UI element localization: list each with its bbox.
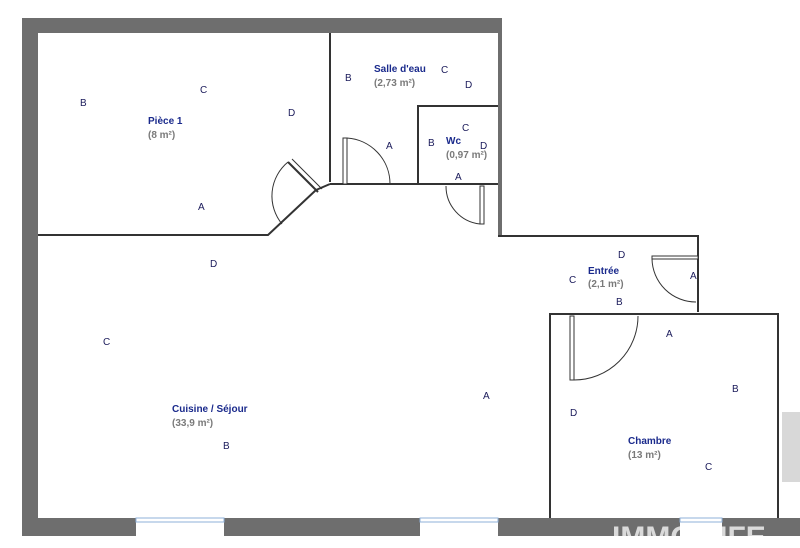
wall-label-piece1-b: B: [80, 98, 87, 109]
window-2: [419, 517, 499, 523]
wall-label-salle-d: D: [465, 80, 472, 91]
watermark-edge: [782, 412, 800, 482]
room-area-wc: (0,97 m²): [446, 150, 487, 161]
wall-label-cuisine-d: D: [210, 259, 217, 270]
door-entree: [651, 255, 699, 303]
room-area-entree: (2,1 m²): [588, 279, 624, 290]
wall-label-piece1-a: A: [198, 202, 205, 213]
watermark-text: IMMO'LIFE: [612, 521, 766, 548]
room-name-piece1: Pièce 1: [148, 116, 183, 127]
door-chambre: [569, 315, 639, 381]
wall-label-chambre-b: B: [732, 384, 739, 395]
wall-label-wc-b: B: [428, 138, 435, 149]
room-name-chambre: Chambre: [628, 436, 672, 447]
bottom-wall-seg-3: [498, 518, 680, 536]
wall-wc-box: [417, 105, 498, 184]
outer-walls: [22, 18, 800, 536]
wall-chambre: [549, 313, 779, 518]
wall-label-wc-a: A: [455, 172, 462, 183]
wall-label-salle-a: A: [386, 141, 393, 152]
room-name-cuisine: Cuisine / Séjour: [172, 404, 248, 415]
wall-label-wc-c: C: [462, 123, 469, 134]
wall-piece1-cuisine: [38, 189, 317, 236]
room-name-wc: Wc: [446, 136, 461, 147]
room-labels: Pièce 1 (8 m²) Salle d'eau (2,73 m²) Wc …: [148, 64, 672, 461]
wall-entree: [498, 235, 699, 312]
wall-label-chambre-a: A: [666, 329, 673, 340]
door-salle: [342, 137, 391, 185]
wall-letters: B C D A B C D A B C D A D C A B D C A B …: [80, 65, 739, 473]
wall-label-cuisine-b: B: [223, 441, 230, 452]
room-area-salle: (2,73 m²): [374, 78, 415, 89]
window-1: [135, 517, 225, 523]
watermark: IMMO'LIFE: [612, 412, 800, 548]
room-name-salle: Salle d'eau: [374, 64, 426, 75]
wall-label-chambre-d: D: [570, 408, 577, 419]
wall-label-cuisine-c: C: [103, 337, 110, 348]
wall-label-entree-d: D: [618, 250, 625, 261]
wall-label-chambre-c: C: [705, 462, 712, 473]
window-3: [679, 517, 723, 523]
bottom-wall-seg-2: [224, 518, 420, 536]
right-upper-wall: [498, 18, 502, 236]
room-area-piece1: (8 m²): [148, 130, 175, 141]
room-name-entree: Entrée: [588, 266, 620, 277]
bottom-wall-seg-1: [22, 518, 136, 536]
wall-label-entree-a: A: [690, 271, 697, 282]
doors: [271, 137, 699, 381]
room-area-chambre: (13 m²): [628, 450, 661, 461]
wall-label-entree-b: B: [616, 297, 623, 308]
door-piece1: [271, 158, 323, 225]
wall-label-piece1-c: C: [200, 85, 207, 96]
wall-label-piece1-d: D: [288, 108, 295, 119]
windows: [135, 517, 723, 523]
wall-hall-diag: [315, 183, 331, 191]
wall-label-wc-d: D: [480, 141, 487, 152]
wall-label-salle-c: C: [441, 65, 448, 76]
wall-label-entree-c: C: [569, 275, 576, 286]
wall-label-cuisine-a: A: [483, 391, 490, 402]
left-wall: [22, 18, 38, 536]
top-wall: [22, 18, 502, 33]
door-wc: [445, 185, 485, 225]
interior-walls: [38, 33, 779, 518]
bottom-wall-seg-4: [722, 518, 800, 536]
wall-label-salle-b: B: [345, 73, 352, 84]
room-area-cuisine: (33,9 m²): [172, 418, 213, 429]
